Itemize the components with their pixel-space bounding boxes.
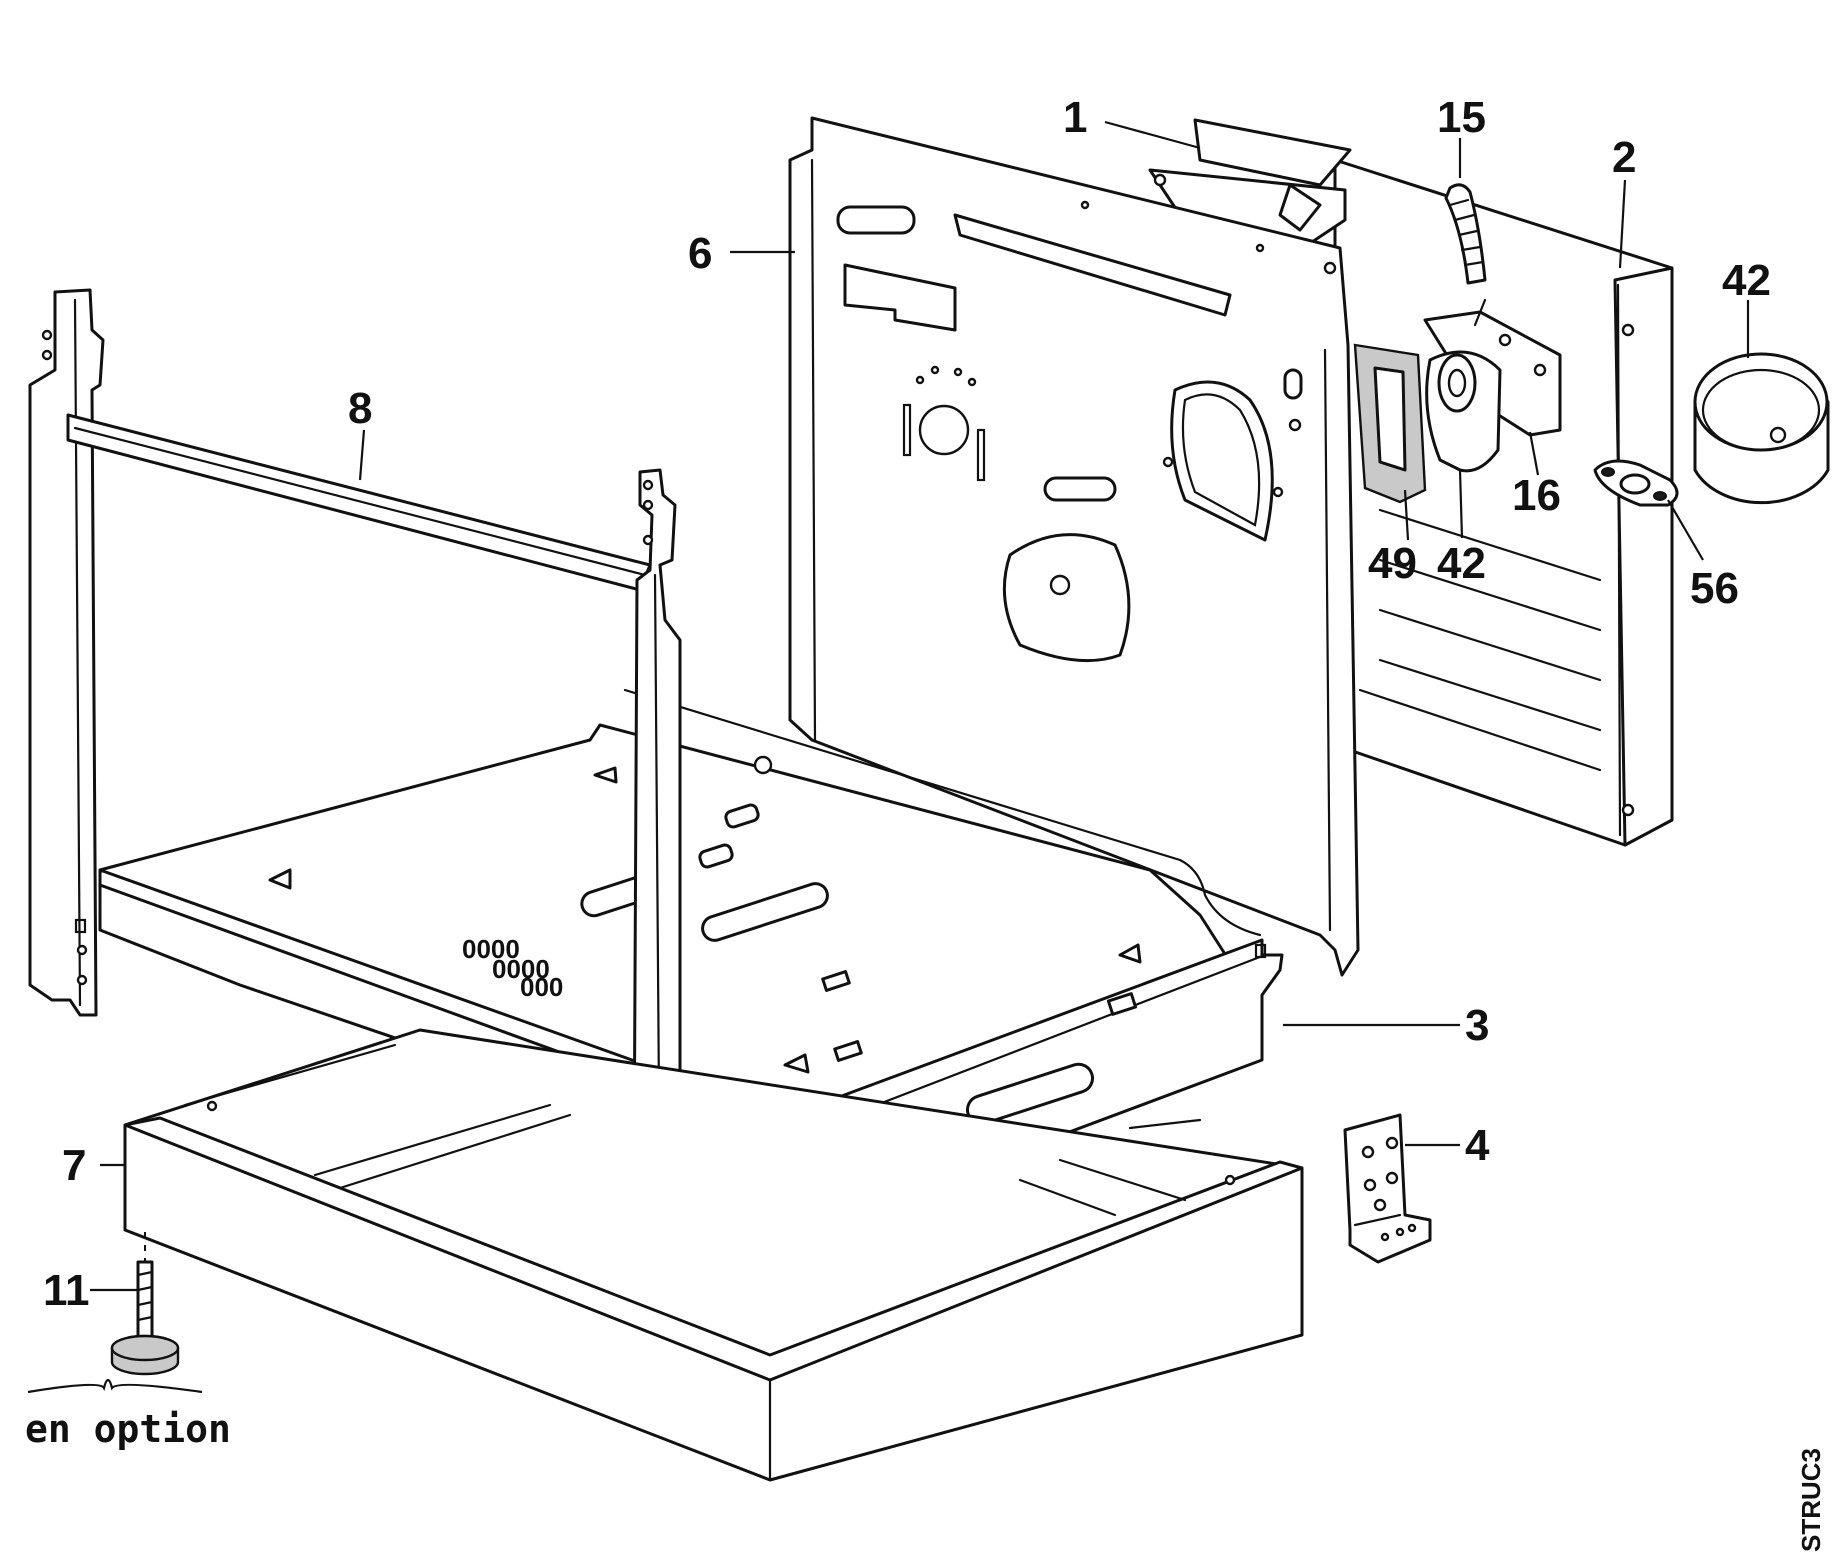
callout-labels: 1 15 2 42 6 8 16 49 42 56 3 4 7 11 bbox=[43, 93, 1771, 1315]
part-7-plinth bbox=[123, 1028, 1304, 1482]
vent-holes-2: 0000 bbox=[492, 954, 550, 984]
part-8-side-frame bbox=[28, 288, 652, 1017]
part-42-sleeve-mid bbox=[1425, 350, 1502, 473]
callout-8: 8 bbox=[348, 384, 372, 433]
callout-16: 16 bbox=[1512, 471, 1561, 520]
callout-7: 7 bbox=[62, 1141, 86, 1190]
callout-49: 49 bbox=[1368, 539, 1417, 588]
callout-56: 56 bbox=[1690, 564, 1739, 613]
vent-holes-3: 000 bbox=[520, 972, 563, 1002]
vent-holes-1: 0000 bbox=[462, 934, 520, 964]
part-56-flange bbox=[1593, 459, 1679, 507]
callout-4: 4 bbox=[1465, 1121, 1490, 1170]
callout-42-mid: 42 bbox=[1437, 539, 1486, 588]
part-11-adjustable-foot bbox=[27, 1232, 203, 1394]
part-6-back-panel bbox=[788, 116, 1360, 977]
leader-lines bbox=[90, 120, 1750, 1292]
optional-note: en option bbox=[25, 1407, 231, 1451]
callout-1: 1 bbox=[1063, 93, 1087, 142]
callout-11: 11 bbox=[43, 1266, 90, 1315]
callout-3: 3 bbox=[1465, 1001, 1489, 1050]
part-4-l-bracket bbox=[1343, 1113, 1432, 1264]
part-42-ring bbox=[1693, 352, 1830, 505]
callout-15: 15 bbox=[1437, 93, 1486, 142]
callout-6: 6 bbox=[688, 229, 712, 278]
part-2-rear-panel bbox=[1333, 158, 1674, 847]
part-49-gasket bbox=[1353, 343, 1427, 504]
callout-2: 2 bbox=[1612, 133, 1636, 182]
callout-42-top: 42 bbox=[1722, 256, 1771, 305]
part-1-top-bracket bbox=[1148, 118, 1352, 252]
drawing-code: STRUC3 bbox=[1796, 1448, 1826, 1552]
part-15-flexible-hose bbox=[1444, 183, 1487, 285]
